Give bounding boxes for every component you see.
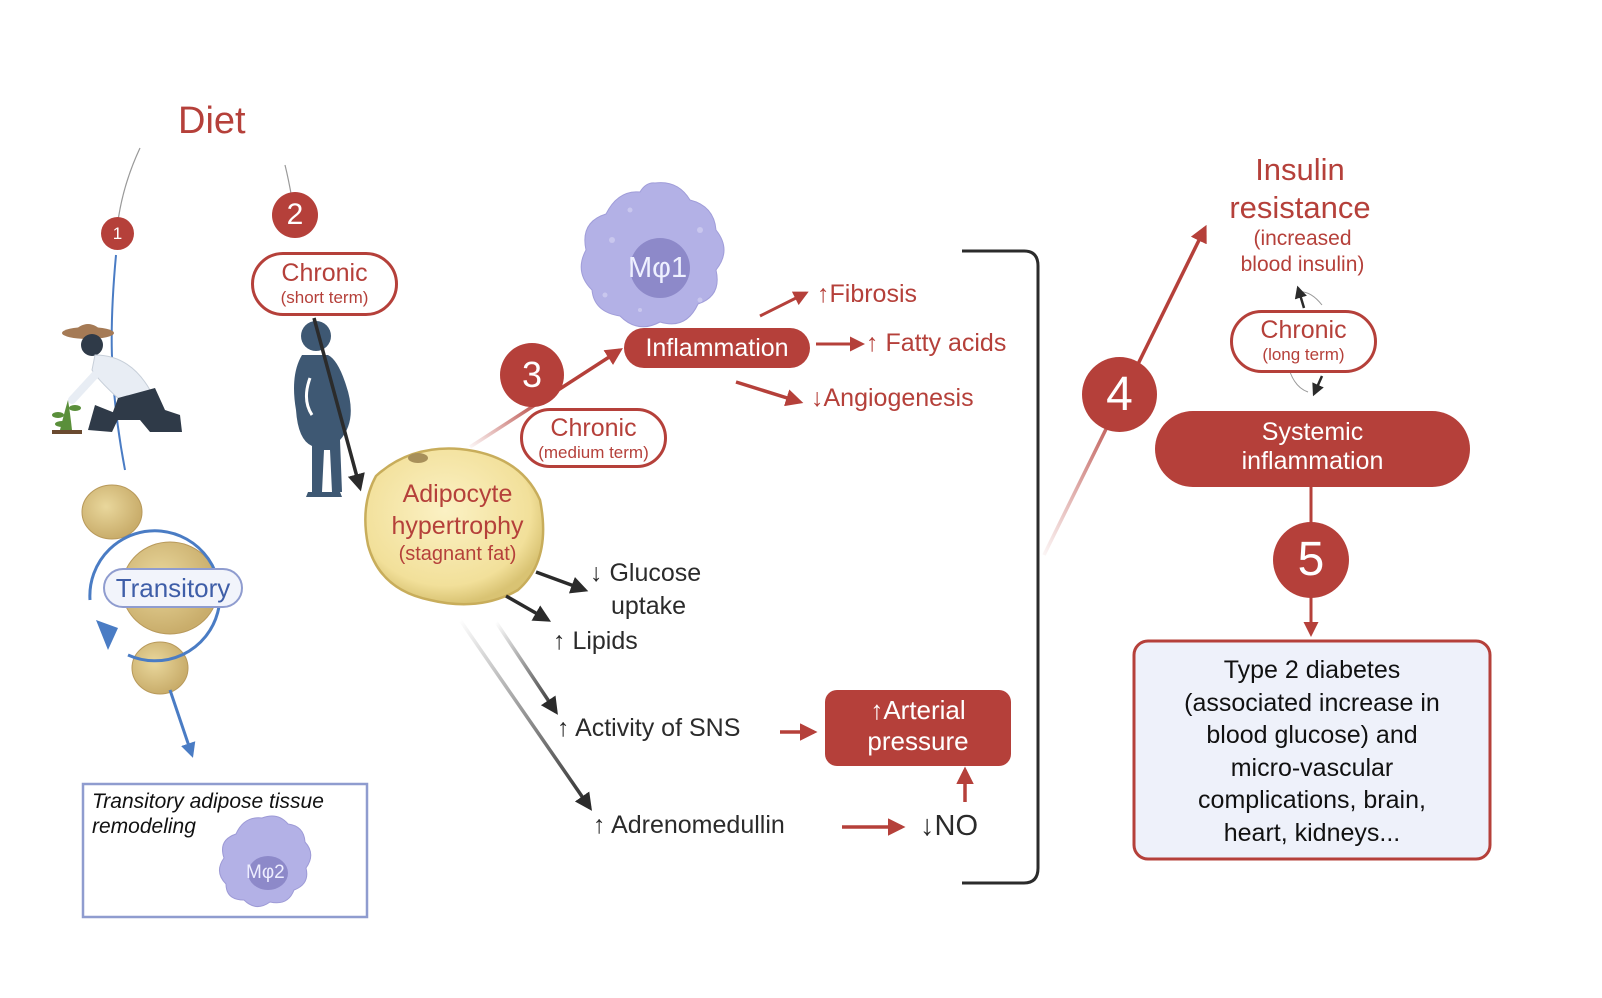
macrophage2-label: Mφ2	[246, 862, 285, 883]
outcome-line5: complications, brain,	[1198, 786, 1426, 814]
transitory-down-arrow	[168, 689, 196, 758]
farmer-icon	[52, 324, 182, 434]
adipocyte-line2: hypertrophy	[391, 512, 524, 540]
macrophage1-icon	[580, 182, 725, 328]
chronic-long-title: Chronic	[1260, 316, 1347, 344]
lipids-label: ↑ Lipids	[553, 627, 638, 655]
adrenomedullin-label: ↑ Adrenomedullin	[593, 811, 785, 839]
arterial-line1: ↑Arterial	[870, 695, 966, 725]
outcome-line2: (associated increase in	[1184, 688, 1440, 717]
systemic-line2: inflammation	[1241, 447, 1384, 475]
sns-arrow	[494, 621, 558, 715]
adipocyte-line1: Adipocyte	[402, 480, 513, 508]
diet-title: Diet	[178, 100, 246, 142]
transitory-box-text-1: Transitory adipose tissue	[92, 790, 324, 813]
glucose-label-1: ↓ Glucose	[590, 559, 702, 587]
fatty-acids-label: ↑ Fatty acids	[866, 329, 1007, 357]
chronic-long-pill: Chronic (long term)	[1230, 310, 1377, 373]
macrophage1-label: Mφ1	[628, 252, 688, 284]
insulin-line3: (increased	[1253, 227, 1352, 250]
outcome-line3: blood glucose) and	[1206, 721, 1418, 749]
outcome-box	[1132, 639, 1492, 861]
transitory-box-text-2: remodeling	[92, 815, 196, 838]
angiogenesis-label: ↓Angiogenesis	[811, 384, 974, 412]
adipocyte-line3: (stagnant fat)	[398, 543, 517, 565]
systemic-inflammation-box: Systemic inflammation	[1155, 411, 1470, 487]
angiogenesis-arrow	[735, 380, 804, 407]
chronic-short-title: Chronic	[281, 259, 368, 287]
insulin-line1: Insulin	[1255, 152, 1345, 187]
glucose-arrow	[535, 570, 589, 594]
lipids-arrow	[505, 594, 552, 622]
step-5-badge: 5	[1273, 522, 1349, 598]
chronic-long-subtitle: (long term)	[1262, 345, 1345, 364]
grouping-bracket	[962, 249, 1040, 885]
systemic-line1: Systemic	[1261, 418, 1364, 446]
no-label: ↓NO	[920, 810, 978, 842]
chronic-short-pill: Chronic (short term)	[251, 252, 398, 316]
outcome-text: Type 2 diabetes (associated increase in …	[1134, 654, 1490, 849]
chronic-medium-title: Chronic	[550, 414, 637, 442]
outcome-line6: heart, kidneys...	[1223, 818, 1401, 847]
outcome-line4: micro-vascular	[1230, 753, 1394, 782]
transitory-cycle-arrow	[88, 529, 222, 663]
adrenomedullin-arrow	[458, 619, 592, 811]
arterial-line2: pressure	[867, 726, 969, 756]
fibrosis-arrow	[759, 291, 809, 318]
long-term-up-arrow	[1294, 285, 1307, 309]
chronic-medium-pill: Chronic (medium term)	[520, 408, 667, 468]
fibrosis-label: ↑Fibrosis	[817, 280, 918, 308]
step-1-badge: 1	[101, 217, 134, 250]
glucose-label-2: uptake	[611, 592, 687, 620]
chronic-short-subtitle: (short term)	[280, 288, 369, 307]
insulin-line2: resistance	[1229, 190, 1371, 225]
arterial-pressure-box: ↑Arterial pressure	[825, 690, 1011, 766]
transitory-path	[110, 254, 126, 471]
sns-label: ↑ Activity of SNS	[557, 714, 741, 742]
transitory-label: Transitory	[115, 573, 231, 603]
adipocyte-cell	[364, 447, 545, 606]
chronic-short-arrow	[312, 317, 365, 492]
step-2-badge: 2	[272, 192, 318, 238]
step-3-badge: 3	[500, 343, 564, 407]
inflammation-box: Inflammation	[624, 328, 810, 368]
transitory-pill: Transitory	[103, 568, 243, 608]
step-4-badge: 4	[1082, 357, 1157, 432]
pregnant-body-icon	[294, 321, 351, 497]
long-term-down-arrow	[1312, 375, 1324, 397]
chronic-medium-subtitle: (medium term)	[538, 443, 649, 462]
macrophage-icon	[219, 815, 312, 907]
insulin-line4: blood insulin)	[1240, 253, 1365, 276]
outcome-line1: Type 2 diabetes	[1223, 656, 1401, 684]
